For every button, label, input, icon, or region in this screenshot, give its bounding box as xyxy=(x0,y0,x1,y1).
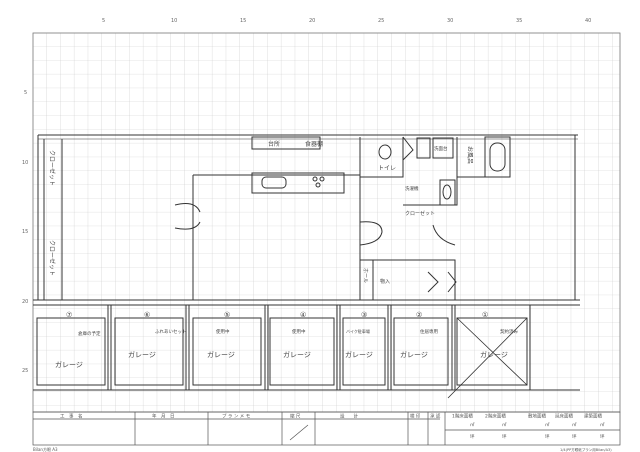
room-label-toilet: トイレ xyxy=(378,165,396,172)
area-unit-tsubo: 坪 xyxy=(600,433,605,440)
garage-label: ガレージ xyxy=(207,350,235,359)
title-approve: 承 認 xyxy=(430,413,441,420)
room-label-washroom: 洗面台 xyxy=(434,145,448,152)
title-project: 工 事 名 xyxy=(60,413,83,420)
scale-label: 10 xyxy=(171,18,177,24)
garage-note: 使用中 xyxy=(216,328,230,335)
garage-label: ガレージ xyxy=(345,350,373,359)
garage-number: ⑥ xyxy=(144,311,150,319)
garage-label: ガレージ xyxy=(400,350,428,359)
title-plan: プ ラ ン メ モ xyxy=(222,414,251,420)
scale-label: 10 xyxy=(22,160,28,166)
scale-label: 5 xyxy=(102,18,105,24)
area-label: 1階床面積 xyxy=(452,413,473,420)
garage-note: 倉庫の予定 xyxy=(78,330,101,337)
garage-note: 契約済み xyxy=(500,328,518,335)
area-label: 建築面積 xyxy=(584,413,602,420)
title-scale: 縮 尺 xyxy=(290,413,301,420)
scale-label: 15 xyxy=(22,229,28,235)
room-label-hall: ホール xyxy=(362,268,368,283)
title-design: 設 計 xyxy=(340,413,358,420)
scale-label: 5 xyxy=(24,90,27,96)
top-scale: 5 10 15 20 25 30 35 40 xyxy=(102,18,591,24)
garage-number: ⑦ xyxy=(66,311,72,319)
area-unit-tsubo: 坪 xyxy=(470,433,475,440)
room-label-storage: 物入 xyxy=(380,278,390,285)
area-unit-m2: ㎡ xyxy=(572,421,577,428)
garage-number: ① xyxy=(482,311,488,319)
garage-number: ③ xyxy=(361,311,367,319)
scale-label: 25 xyxy=(22,368,28,374)
area-unit-tsubo: 坪 xyxy=(545,433,550,440)
scale-label: 40 xyxy=(585,18,591,24)
area-unit-m2: ㎡ xyxy=(470,421,475,428)
garage-label: ガレージ xyxy=(128,350,156,359)
garage-note: バイク駐車場 xyxy=(346,328,370,334)
scale-label: 35 xyxy=(516,18,522,24)
footer-left: Bilan方眼 A3 xyxy=(33,446,58,452)
garage-number: ⑤ xyxy=(224,311,230,319)
title-inspect: 検 印 xyxy=(410,413,421,420)
scale-label: 15 xyxy=(240,18,246,24)
area-unit-m2: ㎡ xyxy=(502,421,507,428)
room-label-kitchen: 台所 xyxy=(268,140,280,148)
garage-number: ② xyxy=(416,311,422,319)
scale-label: 20 xyxy=(309,18,315,24)
garage-row xyxy=(33,305,580,399)
room-label-laundry: 洗濯機 xyxy=(405,185,419,192)
garage-label: ガレージ xyxy=(480,350,508,359)
scale-label: 20 xyxy=(22,299,28,305)
area-label: 延床面積 xyxy=(555,413,573,420)
grid-paper xyxy=(32,32,621,413)
garage-note: 使用中 xyxy=(292,328,306,335)
room-label-left-closet-2: クローゼット xyxy=(48,240,56,276)
area-label: 敷地面積 xyxy=(528,413,546,420)
building-walls xyxy=(33,134,580,306)
garage-label: ガレージ xyxy=(55,360,83,369)
scale-label: 25 xyxy=(378,18,384,24)
room-label-left-closet-1: クローゼット xyxy=(48,150,56,186)
area-label: 2階床面積 xyxy=(485,413,506,420)
title-date: 年 月 日 xyxy=(152,413,175,420)
room-label-bath: お風呂 xyxy=(466,146,473,164)
area-unit-tsubo: 坪 xyxy=(502,433,507,440)
left-scale: 5 10 15 20 25 xyxy=(22,90,28,374)
room-label-cupboard: 食器棚 xyxy=(305,140,323,148)
footer-right: 1/4(PP方眼紙プラン用Bilan/A3) xyxy=(560,447,612,452)
garage-note: 住居専用 xyxy=(420,328,438,335)
room-label-closet: クローゼット xyxy=(405,210,435,217)
area-unit-tsubo: 坪 xyxy=(572,433,577,440)
scale-label: 30 xyxy=(447,18,453,24)
area-unit-m2: ㎡ xyxy=(545,421,550,428)
garage-label: ガレージ xyxy=(283,350,311,359)
garage-number: ④ xyxy=(300,311,306,319)
garage-note: ふれあいセット xyxy=(155,329,187,335)
area-unit-m2: ㎡ xyxy=(600,421,605,428)
title-block xyxy=(32,411,621,446)
